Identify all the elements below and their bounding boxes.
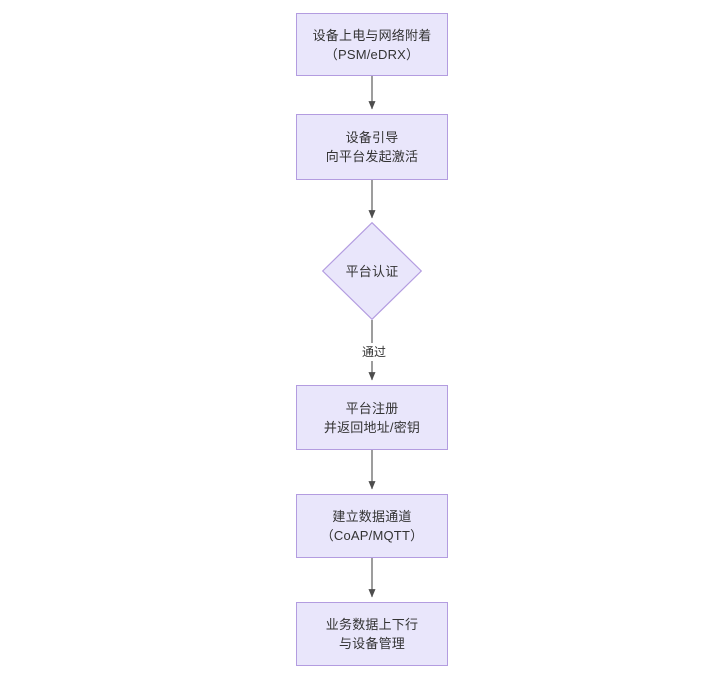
node-business-data[interactable]: 业务数据上下行 与设备管理 bbox=[296, 602, 448, 666]
node-power-on-line-1: 设备上电与网络附着 bbox=[312, 27, 432, 43]
node-bootstrap[interactable]: 设备引导 向平台发起激活 bbox=[296, 114, 448, 180]
node-data-channel[interactable]: 建立数据通道 （CoAP/MQTT） bbox=[296, 494, 448, 558]
node-platform-register-line-2: 并返回地址/密钥 bbox=[323, 419, 421, 435]
node-bootstrap-line-1: 设备引导 bbox=[345, 130, 399, 145]
node-bootstrap-line-2: 向平台发起激活 bbox=[325, 149, 419, 164]
node-platform-auth[interactable]: 平台认证 bbox=[322, 222, 422, 320]
node-data-channel-line-1: 建立数据通道 bbox=[332, 509, 412, 524]
node-power-on[interactable]: 设备上电与网络附着 （PSM/eDRX） bbox=[296, 13, 448, 76]
node-platform-register[interactable]: 平台注册 并返回地址/密钥 bbox=[296, 385, 448, 450]
edge-label-pass: 通过 bbox=[359, 343, 389, 361]
node-business-data-line-2: 与设备管理 bbox=[338, 636, 405, 651]
node-business-data-line-1: 业务数据上下行 bbox=[325, 617, 419, 632]
node-platform-auth-label: 平台认证 bbox=[345, 263, 399, 279]
node-platform-register-line-1: 平台注册 bbox=[345, 400, 399, 416]
diamond-shape bbox=[322, 222, 422, 320]
node-data-channel-line-2: （CoAP/MQTT） bbox=[320, 528, 424, 543]
node-power-on-line-2: （PSM/eDRX） bbox=[324, 46, 420, 62]
